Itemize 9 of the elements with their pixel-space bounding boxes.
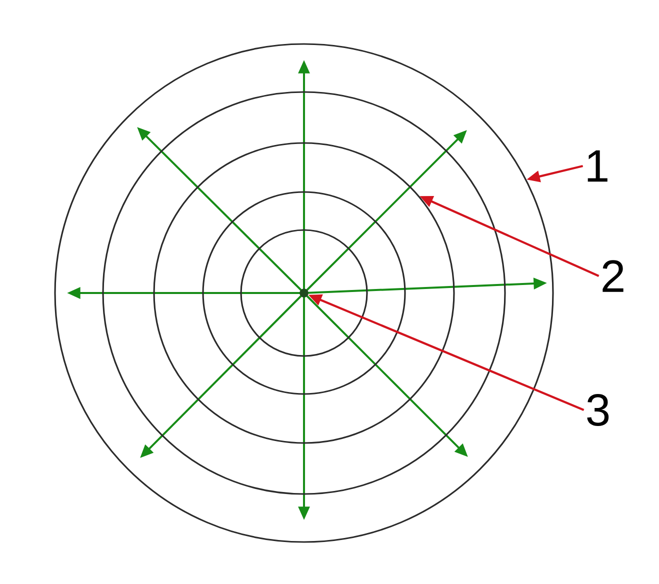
circle [240, 229, 368, 357]
callout-number: 3 [587, 394, 609, 426]
circle [102, 91, 506, 495]
circle [54, 43, 554, 543]
source-dot [300, 288, 308, 298]
circle [202, 191, 406, 395]
callout-number: 1 [588, 150, 608, 182]
callout-number: 2 [602, 260, 624, 292]
circle [153, 142, 455, 444]
